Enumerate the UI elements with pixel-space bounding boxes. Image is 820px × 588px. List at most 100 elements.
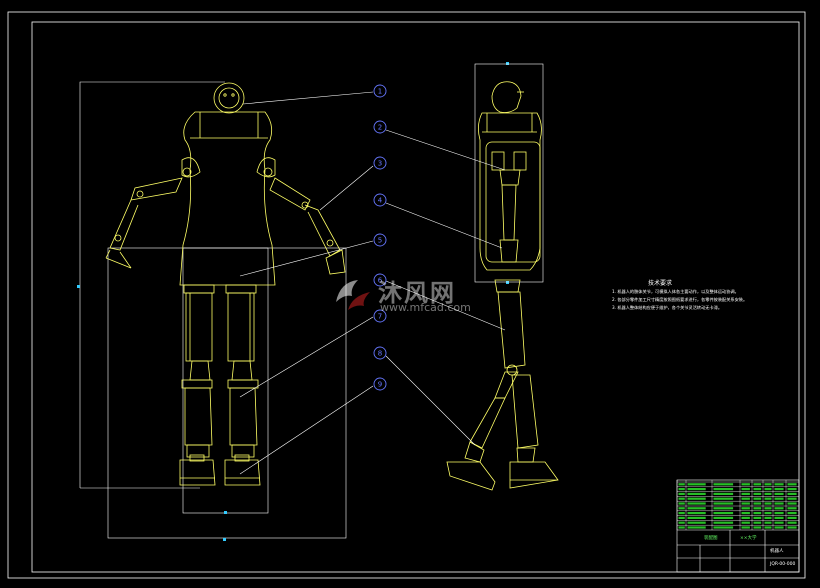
parts-table-cell	[753, 483, 762, 486]
balloon-4	[373, 193, 387, 207]
parts-table-cell	[787, 512, 797, 515]
parts-table-cell	[678, 483, 685, 486]
parts-table-cell	[741, 497, 750, 500]
watermark-logo-icon	[336, 280, 370, 310]
parts-table-cell	[678, 488, 685, 491]
parts-table-cell	[764, 497, 772, 500]
balloon-7	[373, 309, 387, 323]
parts-table-cell	[787, 516, 797, 519]
balloon-label-6: 6	[378, 277, 383, 285]
balloon-2	[373, 120, 387, 134]
balloon-5	[373, 233, 387, 247]
parts-table-cell	[678, 516, 685, 519]
parts-table-cell	[687, 512, 706, 515]
parts-table-cell	[787, 526, 797, 529]
parts-table-cell	[764, 507, 772, 510]
title-block-school: ××大学	[740, 536, 757, 541]
title-block-drawing-no: JQR-00-000	[770, 562, 796, 567]
balloon-6	[373, 273, 387, 287]
parts-table-cell	[753, 502, 762, 505]
parts-table-cell	[741, 492, 750, 495]
parts-table-cell	[687, 526, 706, 529]
parts-table-cell	[764, 516, 772, 519]
parts-table-cell	[753, 488, 762, 491]
balloon-label-1: 1	[378, 88, 382, 96]
parts-table-cell	[678, 492, 685, 495]
parts-table-cell	[787, 502, 797, 505]
parts-table-cell	[753, 521, 762, 524]
balloon-label-9: 9	[378, 381, 382, 389]
parts-table-cell	[741, 512, 750, 515]
balloon-3	[373, 156, 387, 170]
parts-table-cell	[678, 512, 685, 515]
parts-table-cell	[774, 526, 784, 529]
parts-table-cell	[753, 516, 762, 519]
parts-table-cell	[787, 521, 797, 524]
parts-table-cell	[678, 502, 685, 505]
watermark-url: www.mfcad.com	[380, 301, 471, 314]
parts-table-cell	[713, 507, 734, 510]
parts-table-cell	[687, 483, 706, 486]
note-line-3: 3. 机器人整体结构应便于维护，各个关节灵活转动无卡滞。	[612, 305, 723, 310]
parts-table-cell	[774, 512, 784, 515]
parts-table-cell	[787, 497, 797, 500]
parts-table-cell	[678, 526, 685, 529]
parts-table-cell	[713, 488, 734, 491]
title-block-material: 装配图	[704, 536, 718, 541]
parts-table	[676, 480, 800, 530]
parts-table-cell	[787, 492, 797, 495]
side-view-bounds	[474, 63, 544, 283]
notes-title: 技术要求	[648, 280, 673, 287]
parts-table-cell	[741, 526, 750, 529]
balloon-label-2: 2	[378, 124, 382, 132]
balloon-label-8: 8	[378, 350, 382, 358]
leader-lines	[239, 91, 506, 475]
parts-table-cell	[774, 488, 784, 491]
note-line-2: 2. 各部分零件加工尺寸精度按照图纸要求进行，各零件按装配关系安装。	[612, 297, 748, 302]
parts-table-cell	[774, 521, 784, 524]
parts-table-cell	[678, 507, 685, 510]
inner-frame	[31, 21, 800, 573]
watermark-brand: 沐风网	[378, 279, 456, 307]
parts-table-cell	[764, 483, 772, 486]
parts-table-cell	[753, 497, 762, 500]
parts-table-cell	[687, 492, 706, 495]
outer-frame	[7, 11, 806, 579]
parts-table-cell	[787, 483, 797, 486]
parts-table-cell	[687, 488, 706, 491]
parts-table-cell	[787, 488, 797, 491]
parts-table-cell	[764, 492, 772, 495]
parts-table-cell	[741, 488, 750, 491]
parts-table-cell	[774, 502, 784, 505]
parts-table-cell	[774, 497, 784, 500]
parts-table-cell	[753, 492, 762, 495]
parts-table-cell	[764, 488, 772, 491]
parts-table-cell	[741, 516, 750, 519]
balloon-9	[373, 377, 387, 391]
parts-table-cell	[687, 516, 706, 519]
balloon-1	[373, 84, 387, 98]
parts-table-cell	[774, 507, 784, 510]
parts-table-cell	[787, 507, 797, 510]
parts-table-cell	[713, 492, 734, 495]
note-line-1: 1. 机器人的肢体关节，可模拟人体各主要动作，以及整体运动协调。	[612, 289, 739, 294]
parts-table-cell	[713, 502, 734, 505]
parts-table-cell	[741, 483, 750, 486]
front-view-bounds	[79, 81, 347, 539]
parts-table-cell	[741, 521, 750, 524]
parts-table-cell	[678, 521, 685, 524]
parts-table-cell	[753, 507, 762, 510]
parts-table-cell	[687, 507, 706, 510]
parts-table-cell	[774, 483, 784, 486]
balloon-label-5: 5	[378, 237, 382, 245]
balloon-8	[373, 346, 387, 360]
parts-table-cell	[678, 497, 685, 500]
parts-table-cell	[764, 502, 772, 505]
front-view-robot	[105, 82, 346, 486]
parts-table-cell	[713, 521, 734, 524]
parts-table-cell	[687, 502, 706, 505]
parts-table-cell	[764, 512, 772, 515]
parts-table-cell	[764, 526, 772, 529]
